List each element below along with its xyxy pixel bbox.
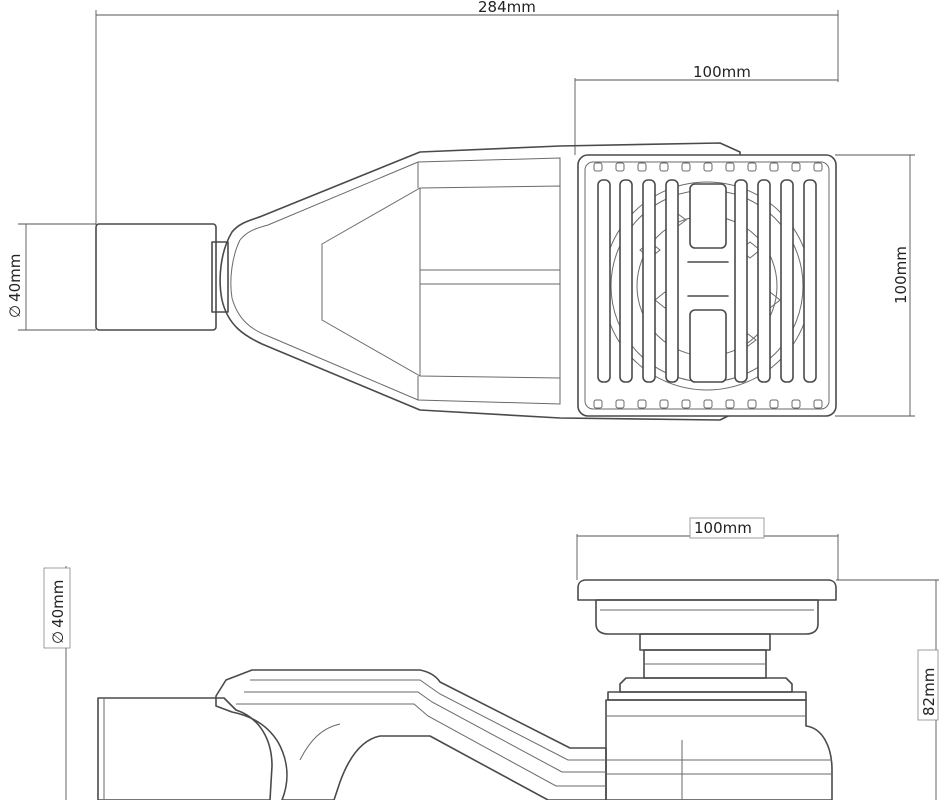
grate-notch — [615, 162, 625, 172]
side-body — [215, 669, 607, 800]
grate-notch — [791, 162, 801, 172]
outlet-diameter-side-label: 40mm — [49, 580, 67, 628]
outlet-diameter-top-group: ∅ 40mm — [6, 254, 24, 318]
diameter-symbol: ∅ — [6, 305, 24, 318]
grate-notch — [813, 399, 823, 409]
diameter-symbol-side: ∅ — [49, 631, 67, 644]
grate-slot — [757, 179, 771, 383]
grate-slots — [593, 162, 823, 409]
grate-slot — [734, 179, 748, 383]
grate-slot — [619, 179, 633, 383]
side-grate-plate — [577, 579, 837, 601]
outlet-diameter-top-label: 40mm — [6, 254, 24, 302]
svg-text:∅40mm: ∅ 40mm — [49, 580, 67, 644]
grate-notch — [593, 399, 603, 409]
grate-notch — [681, 399, 691, 409]
grate-notch — [637, 162, 647, 172]
grate-notch — [725, 399, 735, 409]
grate-notch — [769, 162, 779, 172]
grate-notch — [659, 162, 669, 172]
grate-width-side-label: 100mm — [694, 519, 752, 537]
top-view: 284mm 100mm 100mm ∅ 40mm — [6, 0, 915, 421]
grate-notch — [791, 399, 801, 409]
grate-slot — [597, 179, 611, 383]
svg-text:∅40mm: ∅ 40mm — [6, 254, 24, 318]
side-outlet-pipe — [97, 697, 273, 800]
side-chamber — [605, 699, 833, 800]
grate-notch — [593, 162, 603, 172]
grate-width-top-label: 100mm — [693, 63, 751, 81]
body-height-label: 82mm — [920, 668, 938, 716]
grate-notch — [615, 399, 625, 409]
grate-slot — [642, 179, 656, 383]
grate-notch — [747, 162, 757, 172]
grate-slot — [780, 179, 794, 383]
grate-slot — [803, 179, 817, 383]
grate-slot — [665, 179, 679, 383]
grate-notch — [703, 162, 713, 172]
grate-height-label: 100mm — [892, 246, 910, 304]
outlet-pipe — [95, 223, 217, 331]
grate-notch — [747, 399, 757, 409]
side-view: 100mm ∅ 40mm 82mm — [43, 517, 939, 800]
grate-notch — [659, 399, 669, 409]
drain-body — [219, 142, 741, 421]
overall-length-label: 284mm — [478, 0, 536, 16]
grate-notch — [637, 399, 647, 409]
grate-notch — [813, 162, 823, 172]
grate-notch — [725, 162, 735, 172]
grate-notch — [769, 399, 779, 409]
grate-notch — [681, 162, 691, 172]
outlet-diameter-side-group: ∅ 40mm — [49, 580, 67, 644]
grate-notch — [703, 399, 713, 409]
